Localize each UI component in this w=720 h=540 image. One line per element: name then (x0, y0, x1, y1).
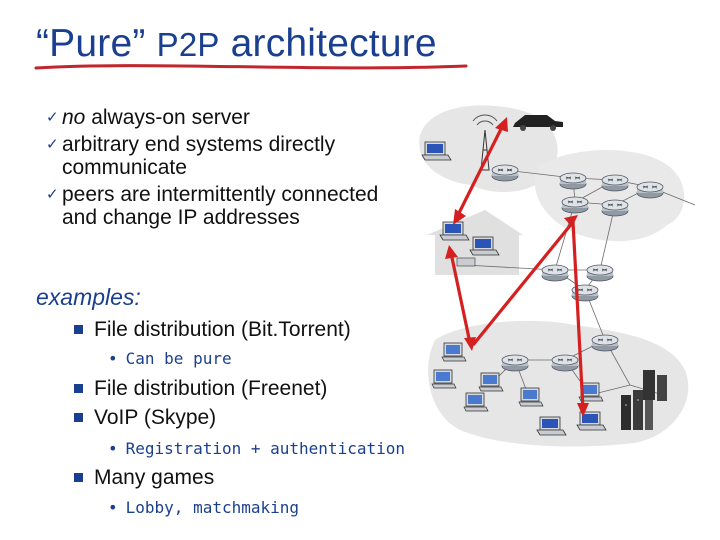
desktop-icon (431, 369, 457, 389)
router-icon (586, 264, 614, 282)
router-icon (561, 196, 589, 214)
bullet-check-icon: ✓ (46, 109, 59, 126)
dot-bullet-icon: • (108, 439, 118, 458)
desktop-icon (478, 372, 504, 392)
desktop-icon (441, 342, 467, 362)
router-icon (501, 354, 529, 372)
example-item: File distribution (Freenet) (74, 377, 327, 401)
bullet-emphasis: no (62, 106, 86, 129)
bullet-item: ✓ peers are intermittently connected and… (46, 183, 400, 229)
square-bullet-icon (74, 473, 83, 482)
router-icon (601, 199, 629, 217)
example-text: Many games (94, 466, 215, 489)
example-subitem: • Lobby, matchmaking (108, 498, 299, 517)
example-item: Many games (74, 466, 214, 490)
bullet-item: ✓ no always-on server (46, 106, 400, 129)
router-icon (559, 172, 587, 190)
router-icon (601, 174, 629, 192)
square-bullet-icon (74, 325, 83, 334)
example-text: File distribution (Bit.Torrent) (94, 318, 351, 341)
bullet-text: peers are intermittently connected and c… (62, 183, 379, 229)
bullet-check-icon: ✓ (46, 136, 59, 153)
bullet-list: ✓ no always-on server ✓ arbitrary end sy… (46, 106, 400, 233)
example-subitem: • Can be pure (108, 349, 232, 368)
radio-tower-icon (472, 114, 498, 171)
router-icon (551, 354, 579, 372)
example-sub-text: Registration + authentication (125, 439, 405, 458)
dot-bullet-icon: • (108, 498, 118, 517)
title-quote-part: “Pure” (36, 22, 146, 65)
example-sub-text: Lobby, matchmaking (125, 498, 300, 517)
example-item: VoIP (Skype) (74, 406, 216, 430)
examples-heading: examples: (36, 284, 141, 310)
bullet-text: always-on server (85, 106, 250, 129)
example-text: File distribution (Freenet) (94, 377, 328, 400)
title-rest: architecture (230, 22, 437, 65)
p2p-arrows (445, 117, 589, 417)
network-diagram (419, 105, 696, 447)
desktop-icon (463, 392, 489, 412)
bullet-text: arbitrary end systems directly communica… (62, 133, 336, 179)
title-p2p-part: P2P (156, 26, 220, 63)
example-subitem: • Registration + authentication (108, 439, 405, 458)
home-router-icon (456, 257, 476, 267)
square-bullet-icon (74, 384, 83, 393)
example-text: VoIP (Skype) (94, 406, 217, 429)
router-icon (636, 181, 664, 199)
home-icon (427, 210, 523, 235)
square-bullet-icon (74, 413, 83, 422)
bullet-check-icon: ✓ (46, 186, 59, 203)
title-underline (34, 64, 468, 70)
router-icon (541, 264, 569, 282)
example-item: File distribution (Bit.Torrent) (74, 318, 351, 342)
server-icon (621, 370, 667, 430)
example-sub-text: Can be pure (125, 349, 232, 368)
bullet-item: ✓ arbitrary end systems directly communi… (46, 133, 400, 179)
car-icon (513, 115, 563, 131)
dot-bullet-icon: • (108, 349, 118, 368)
page-title: “Pure” P2P architecture (36, 22, 437, 66)
router-icon (591, 334, 619, 352)
router-icon (491, 164, 519, 182)
